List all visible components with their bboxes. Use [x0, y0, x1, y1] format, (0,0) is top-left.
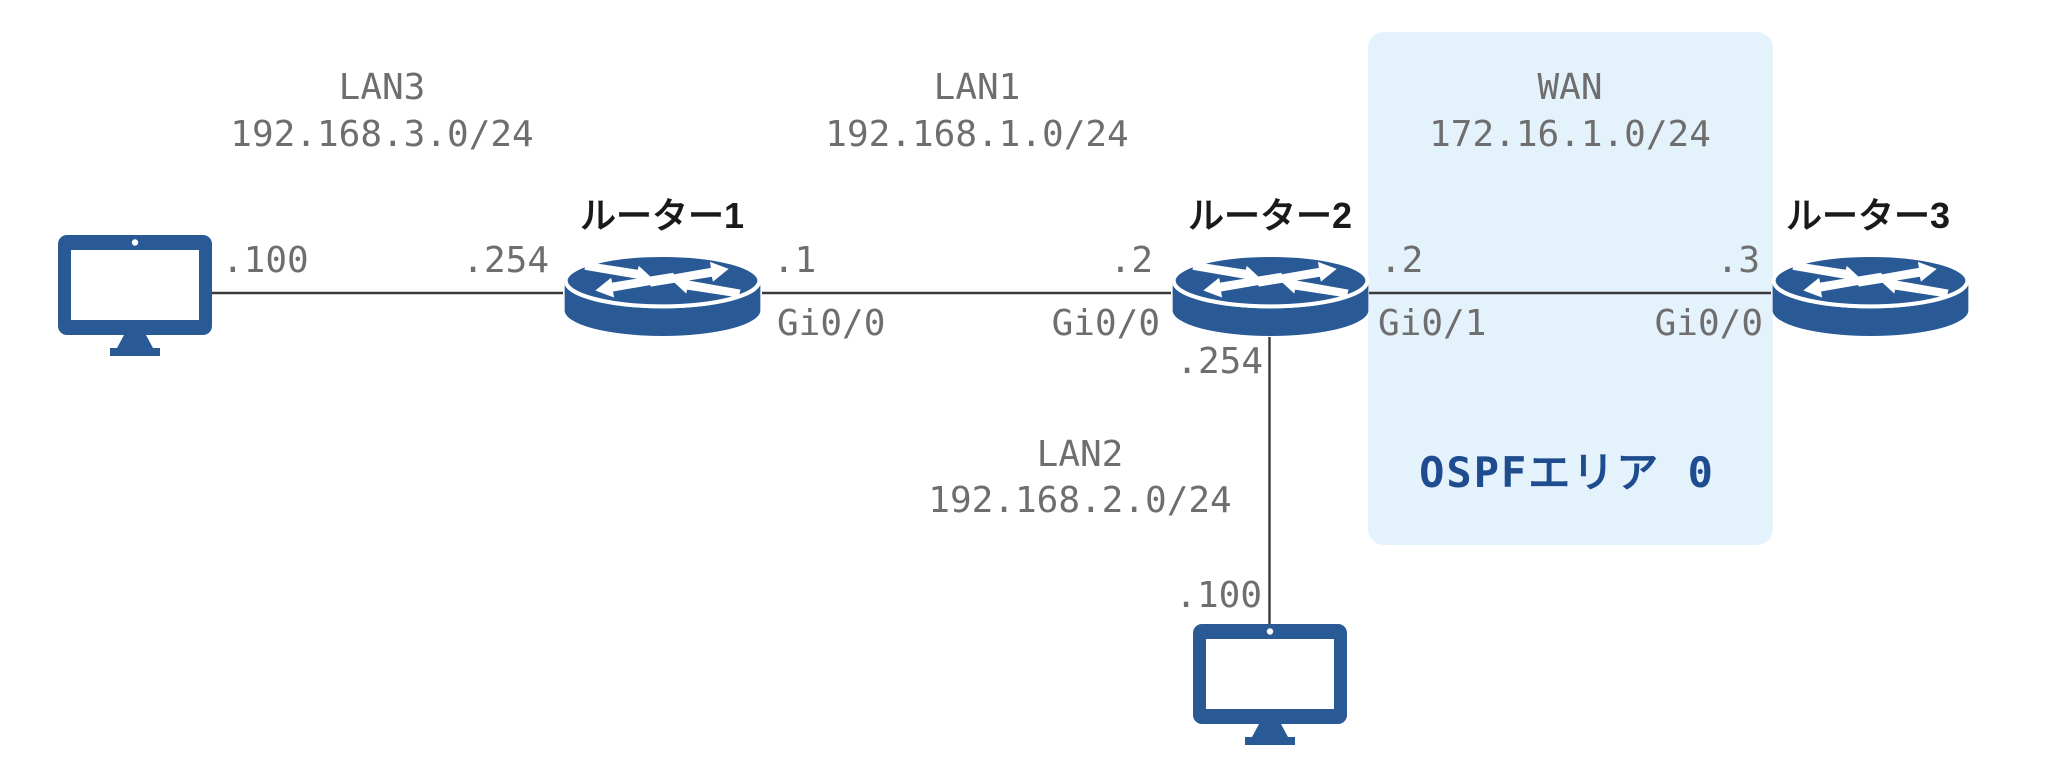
router2-label: ルーター2 — [1187, 195, 1353, 236]
lan3-name: LAN3 — [338, 67, 426, 108]
r2-wan-ip-label: .2 — [1380, 240, 1424, 281]
r3-wan-port-label: Gi0/0 — [1654, 303, 1763, 344]
router2-icon — [1170, 253, 1371, 338]
router1-icon — [562, 253, 763, 338]
pc2-ip-label: .100 — [1175, 575, 1262, 616]
router3-icon — [1770, 253, 1971, 338]
pc2-icon — [1193, 624, 1347, 745]
router3-label: ルーター3 — [1785, 195, 1951, 236]
r2-lan1-port-label: Gi0/0 — [1051, 303, 1160, 344]
ospf-area-region — [1368, 32, 1773, 545]
wan-name: WAN — [1537, 67, 1603, 108]
r1-lan3-ip-label: .254 — [462, 240, 549, 281]
lan3-subnet: 192.168.3.0/24 — [230, 114, 534, 155]
lan1-subnet: 192.168.1.0/24 — [825, 114, 1129, 155]
router1-label: ルーター1 — [579, 195, 745, 236]
r2-lan2-ip-label: .254 — [1176, 341, 1263, 382]
wan-subnet: 172.16.1.0/24 — [1429, 114, 1711, 155]
lan2-name: LAN2 — [1036, 434, 1124, 475]
r1-lan1-ip-label: .1 — [773, 240, 817, 281]
r1-lan1-port-label: Gi0/0 — [777, 303, 886, 344]
r2-wan-port-label: Gi0/1 — [1378, 303, 1487, 344]
r3-wan-ip-label: .3 — [1716, 240, 1760, 281]
ospf-area-label: OSPFエリア 0 — [1419, 448, 1715, 497]
pc1-ip-label: .100 — [222, 240, 309, 281]
r2-lan1-ip-label: .2 — [1109, 240, 1153, 281]
lan2-subnet: 192.168.2.0/24 — [928, 480, 1232, 521]
pc1-icon — [58, 235, 212, 356]
lan1-name: LAN1 — [933, 67, 1021, 108]
